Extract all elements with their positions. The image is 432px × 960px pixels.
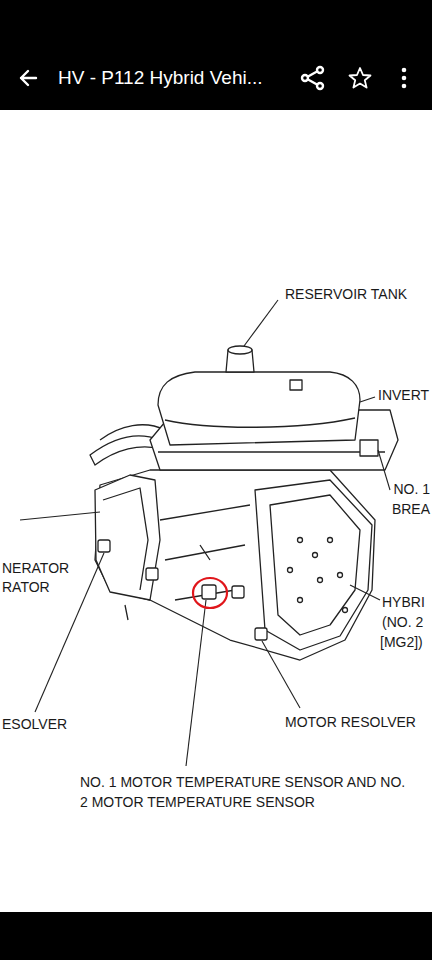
part-label: HYBRI: [382, 592, 425, 612]
part-label: NO. 1: [393, 479, 430, 499]
part-label: MOTOR RESOLVER: [285, 712, 416, 732]
app-bar: [0, 0, 432, 110]
leader-lines: [20, 300, 390, 766]
part-label: RESERVOIR TANK: [285, 284, 407, 304]
screen-title: HV - P112 Hybrid Vehi...: [58, 66, 263, 90]
caption-label: NO. 1 MOTOR TEMPERATURE SENSOR AND NO. 2…: [80, 772, 414, 812]
part-label: BREA: [392, 499, 430, 519]
part-label: INVERT: [378, 385, 429, 405]
part-label: (NO. 2: [382, 612, 423, 632]
part-label: RATOR: [2, 577, 50, 597]
part-label: [MG2]): [380, 632, 423, 652]
nav-bar: [0, 912, 432, 960]
highlight-circle: [193, 578, 227, 608]
app-icons: [21, 67, 371, 89]
part-label: NERATOR: [2, 558, 69, 578]
part-label: ESOLVER: [2, 714, 67, 734]
